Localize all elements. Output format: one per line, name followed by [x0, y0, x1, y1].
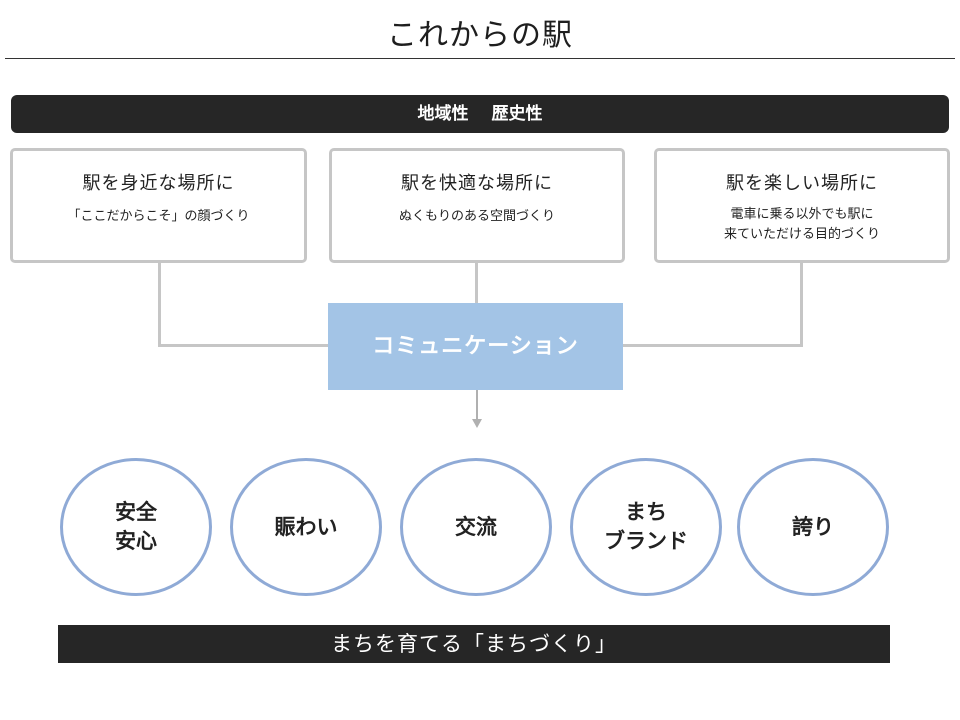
concept-box-subtitle: 電車に乗る以外でも駅に 来ていただける目的づくり — [657, 205, 947, 245]
communication-box: コミュニケーション — [328, 303, 623, 390]
value-circle-label: 賑わい — [274, 514, 338, 539]
value-circle-safety: 安全 安心 — [60, 458, 212, 596]
footer-bar: まちを育てる「まちづくり」 — [58, 625, 890, 663]
connector-right-vertical — [800, 263, 803, 347]
concept-box-familiar: 駅を身近な場所に 「ここだからこそ」の顔づくり — [10, 148, 307, 263]
value-circle-label: まち ブランド — [604, 500, 688, 553]
down-arrow-shaft — [476, 390, 478, 420]
down-arrow-icon — [472, 419, 482, 428]
header-bar: 地域性 歴史性 — [11, 95, 949, 133]
concept-box-subtitle: 「ここだからこそ」の顔づくり — [67, 209, 250, 224]
concept-box-title: 駅を快適な場所に — [401, 173, 553, 194]
value-circle-town-brand: まち ブランド — [570, 458, 722, 596]
value-circle-label: 誇り — [792, 514, 834, 539]
concept-box-title: 駅を楽しい場所に — [726, 173, 878, 194]
page-title: これからの駅 — [387, 18, 573, 53]
concept-box-subtitle-line: 来ていただける目的づくり — [723, 227, 880, 242]
concept-box-comfortable: 駅を快適な場所に ぬくもりのある空間づくり — [329, 148, 625, 263]
connector-center-vertical — [475, 263, 478, 303]
concept-box-title: 駅を身近な場所に — [82, 173, 235, 194]
value-circle-liveliness: 賑わい — [230, 458, 382, 596]
value-circle-pride: 誇り — [737, 458, 889, 596]
connector-left-vertical — [158, 263, 161, 347]
connector-right-horizontal — [623, 344, 803, 347]
connector-left-horizontal — [158, 344, 328, 347]
concept-box-subtitle-line: 電車に乗る以外でも駅に — [730, 207, 874, 222]
value-circle-exchange: 交流 — [400, 458, 552, 596]
value-circle-label: 安全 安心 — [115, 500, 157, 553]
value-circle-label: 交流 — [455, 514, 497, 539]
title-divider — [5, 58, 955, 59]
concept-box-subtitle: ぬくもりのある空間づくり — [398, 209, 555, 224]
concept-box-enjoyable: 駅を楽しい場所に 電車に乗る以外でも駅に 来ていただける目的づくり — [654, 148, 950, 263]
